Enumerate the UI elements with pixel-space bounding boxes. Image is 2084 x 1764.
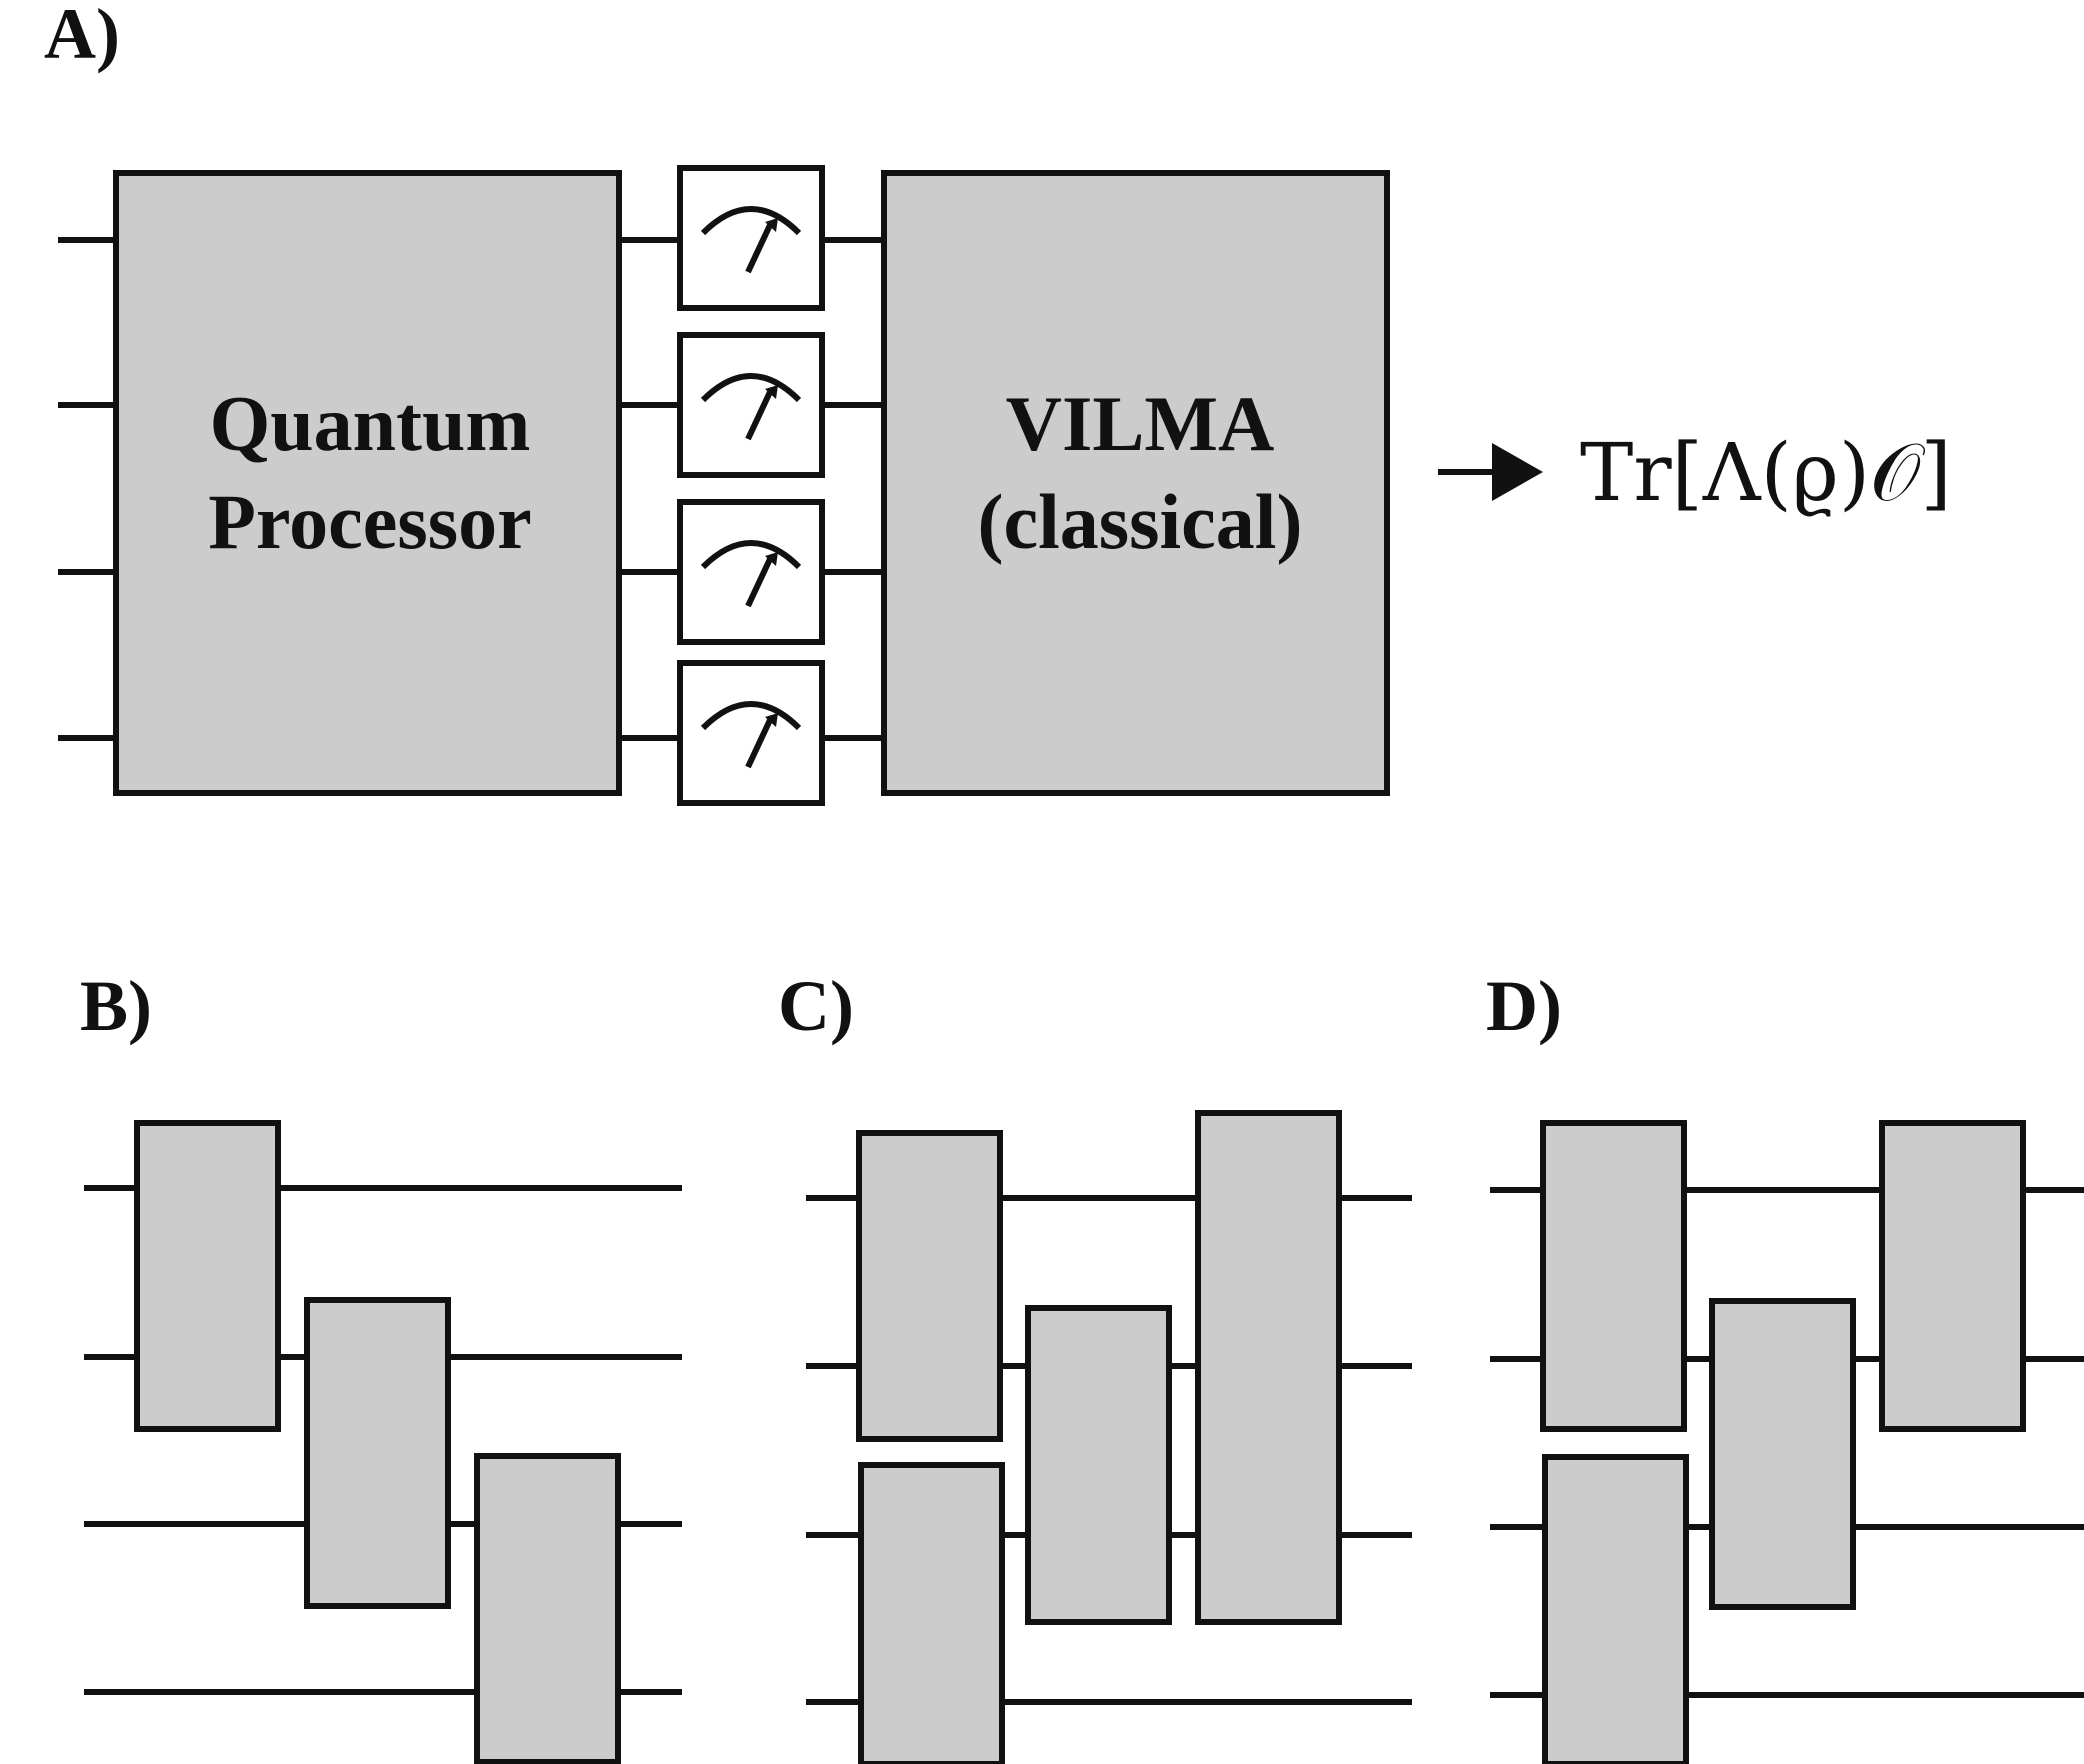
panel-c-label: C)	[778, 966, 854, 1046]
panel-c: C)	[778, 966, 1412, 1764]
three-qubit-gate	[1195, 1110, 1342, 1625]
quantum-processor-block: Quantum Processor	[113, 170, 622, 796]
two-qubit-gate	[858, 1462, 1005, 1764]
quantum-processor-box	[113, 170, 622, 796]
two-qubit-gate	[1709, 1298, 1856, 1610]
vilma-block: VILMA (classical)	[881, 170, 1390, 796]
quantum-processor-subtitle: Processor	[208, 478, 531, 565]
vilma-subtitle: (classical)	[978, 478, 1303, 565]
output-formula: Tr[Λ(ϱ)𝒪]	[1580, 426, 1952, 519]
two-qubit-gate	[1540, 1120, 1687, 1432]
two-qubit-gate	[1879, 1120, 2026, 1432]
panel-d: D)	[1486, 966, 2084, 1764]
panel-a-input-wires	[58, 237, 116, 741]
panel-a-label: A)	[44, 0, 120, 74]
two-qubit-gate	[304, 1297, 451, 1609]
panel-d-label: D)	[1486, 966, 1562, 1046]
two-qubit-gate	[1542, 1454, 1689, 1764]
two-qubit-gate	[856, 1130, 1003, 1442]
measurement-meter-icon	[677, 165, 825, 311]
panel-b: B)	[80, 966, 682, 1764]
measurement-meter-icon	[677, 332, 825, 478]
output-arrow-icon	[1438, 443, 1543, 501]
measurement-meters	[677, 165, 825, 806]
panel-a: A) Quantum Processor	[44, 0, 1952, 806]
quantum-processor-title: Quantum	[210, 380, 531, 467]
processor-to-meter-wires	[619, 237, 680, 741]
meter-to-vilma-wires	[822, 237, 884, 741]
measurement-meter-icon	[677, 499, 825, 645]
vilma-title: VILMA	[1006, 380, 1275, 467]
measurement-meter-icon	[677, 660, 825, 806]
panel-b-label: B)	[80, 966, 152, 1046]
two-qubit-gate	[474, 1453, 621, 1764]
two-qubit-gate	[1025, 1305, 1172, 1625]
two-qubit-gate	[134, 1120, 281, 1432]
vilma-box	[881, 170, 1390, 796]
